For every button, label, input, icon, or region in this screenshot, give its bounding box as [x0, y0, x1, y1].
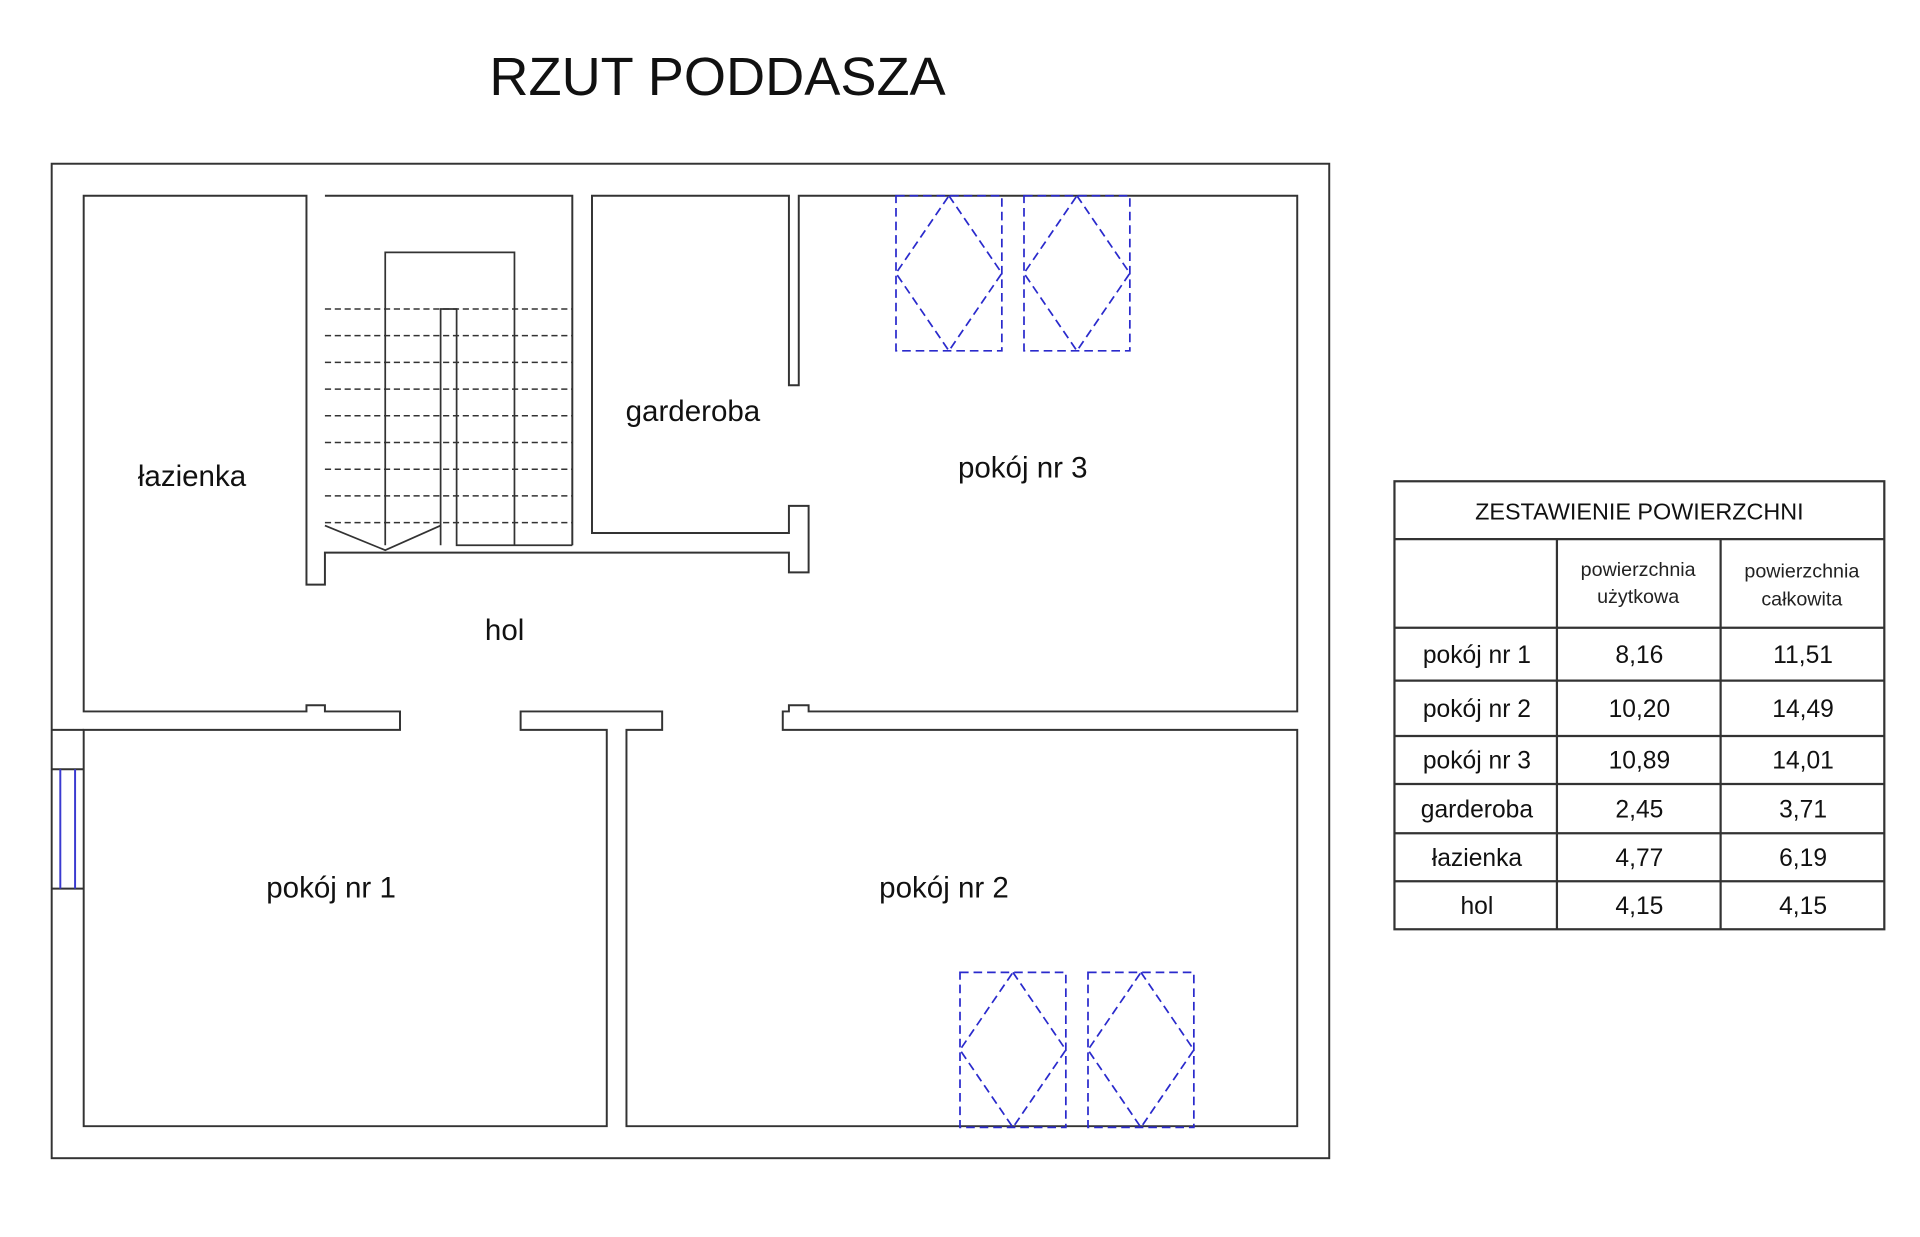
- room-label-pokoj2: pokój nr 2: [879, 871, 1009, 904]
- row-calkowita: 11,51: [1773, 642, 1833, 669]
- table-title: ZESTAWIENIE POWIERZCHNI: [1475, 498, 1804, 524]
- room-label-pokoj1: pokój nr 1: [266, 871, 396, 904]
- row-uzytkowa: 4,77: [1615, 845, 1663, 872]
- row-uzytkowa: 8,16: [1615, 642, 1663, 669]
- header-calkowita-line2: całkowita: [1761, 589, 1842, 611]
- stair-handrail: [439, 308, 573, 547]
- row-calkowita: 4,15: [1779, 893, 1827, 920]
- outer-wall: [50, 162, 1331, 1160]
- skylight-window: [894, 194, 1003, 353]
- skylight-frame: [1023, 194, 1131, 352]
- staircase: [324, 251, 573, 552]
- skylight-window: [1022, 194, 1131, 353]
- room-label-pokoj3: pokój nr 3: [958, 452, 1088, 485]
- inner-walls: [82, 194, 1299, 1128]
- skylight-diamond: [1022, 194, 1131, 353]
- room-label-lazienka: łazienka: [138, 460, 247, 493]
- walls: [50, 162, 1331, 1160]
- stair-landing: [384, 251, 516, 546]
- row-uzytkowa: 10,20: [1609, 696, 1671, 723]
- header-calkowita-line1: powierzchnia: [1744, 560, 1859, 582]
- row-uzytkowa: 2,45: [1615, 796, 1663, 823]
- row-name: hol: [1461, 893, 1494, 920]
- table-row: pokój nr 3 10,89 14,01: [1423, 748, 1834, 775]
- row-name: pokój nr 1: [1423, 642, 1531, 669]
- table-row: hol 4,15 4,15: [1461, 893, 1828, 920]
- table-border: [1393, 480, 1886, 931]
- row-calkowita: 14,01: [1772, 748, 1834, 775]
- skylight-diamond: [958, 970, 1067, 1129]
- row-uzytkowa: 10,89: [1609, 748, 1671, 775]
- skylight-diamond: [894, 194, 1003, 353]
- row-calkowita: 3,71: [1779, 796, 1827, 823]
- stair-wall: [324, 194, 574, 546]
- table-row: garderoba 2,45 3,71: [1421, 796, 1827, 823]
- row-name: łazienka: [1432, 845, 1523, 872]
- skylight-window: [958, 970, 1067, 1129]
- table-row: pokój nr 1 8,16 11,51: [1423, 642, 1833, 669]
- stair-direction-arrow: [324, 524, 441, 552]
- row-calkowita: 14,49: [1772, 696, 1834, 723]
- room-label-garderoba: garderoba: [626, 395, 761, 428]
- skylight-frame: [959, 971, 1067, 1129]
- skylights: [894, 194, 1195, 1129]
- header-uzytkowa-line1: powierzchnia: [1581, 559, 1696, 581]
- skylight-window: [1086, 970, 1195, 1129]
- table-row: łazienka 4,77 6,19: [1432, 845, 1827, 872]
- room-label-hol: hol: [485, 614, 524, 647]
- header-uzytkowa-line2: użytkowa: [1597, 586, 1679, 608]
- row-name: pokój nr 2: [1423, 696, 1531, 723]
- row-uzytkowa: 4,15: [1615, 893, 1663, 920]
- skylight-frame: [895, 194, 1003, 352]
- row-name: garderoba: [1421, 796, 1534, 823]
- plan-title: RZUT PODDASZA: [489, 47, 945, 107]
- skylight-diamond: [1086, 970, 1195, 1129]
- skylight-frame: [1087, 971, 1195, 1129]
- window-opening: [52, 770, 83, 888]
- stair-treads: [324, 308, 573, 524]
- area-table: ZESTAWIENIE POWIERZCHNI powierzchnia uży…: [1393, 480, 1886, 931]
- row-name: pokój nr 3: [1423, 748, 1531, 775]
- table-row: pokój nr 2 10,20 14,49: [1423, 696, 1834, 723]
- row-calkowita: 6,19: [1779, 845, 1827, 872]
- wall-joints: [51, 728, 84, 890]
